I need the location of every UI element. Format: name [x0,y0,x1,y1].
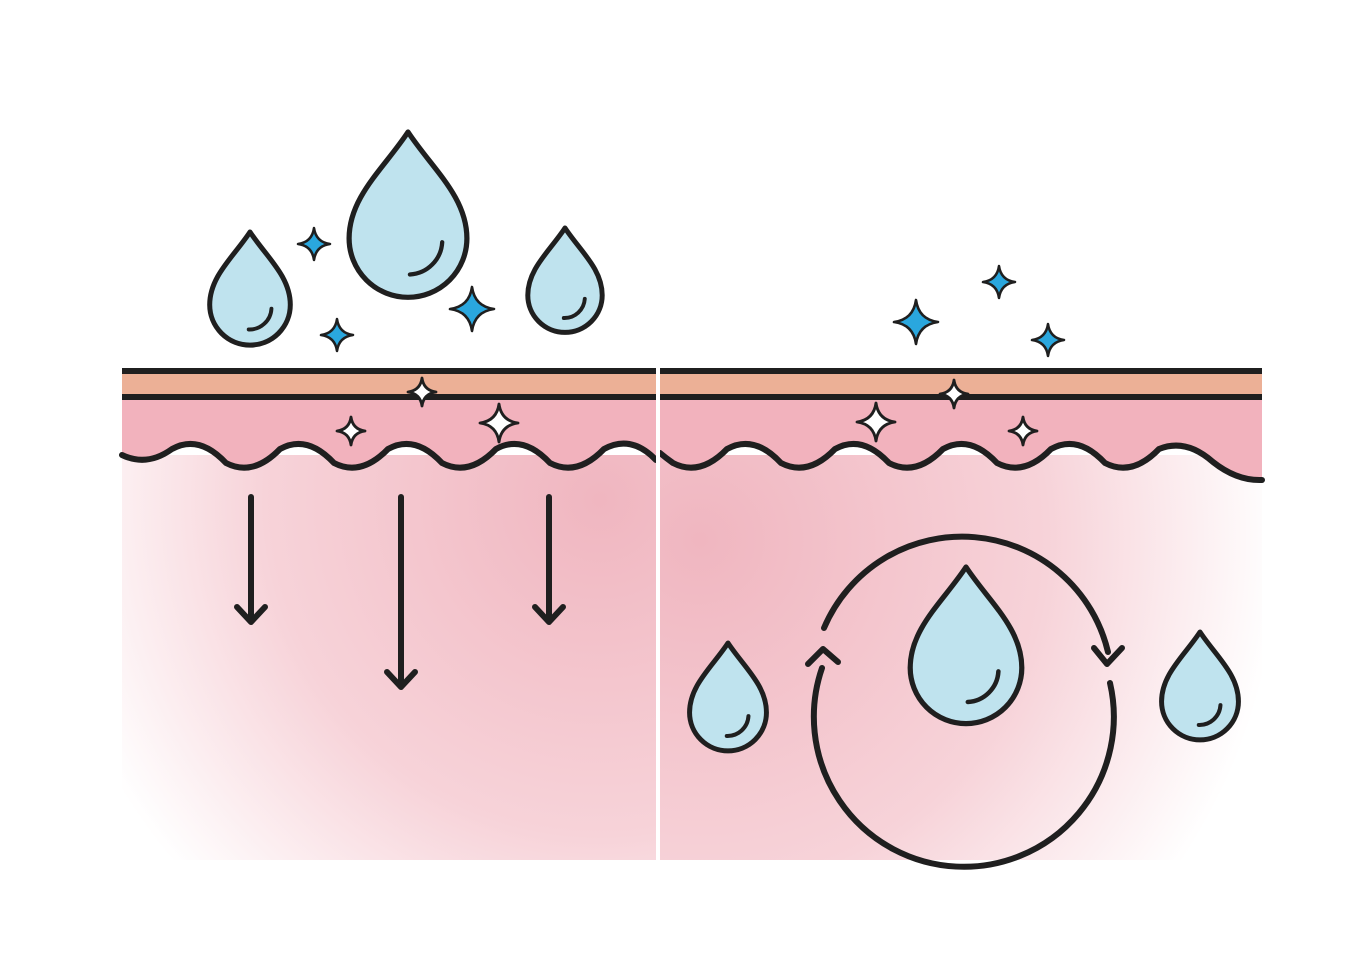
arrow-down-icon [532,494,566,625]
left-dermis-wave-line [119,440,659,471]
left-skin-layers [119,368,659,471]
arrow-down-icon [384,494,418,690]
water-drop-icon [349,132,467,297]
water-drop-icon [1162,632,1239,740]
right-dermis-wave-line [657,440,1265,484]
water-drop-icon [528,228,602,332]
circular-arrows-icon [805,533,1125,870]
left-epidermis-layer [122,373,656,395]
panel-divider [656,362,660,862]
arrow-down-icon [234,494,268,625]
left-drops [210,132,603,345]
right-drops [690,567,1239,751]
right-dermis-layer [660,397,1262,481]
right-skin-layers [657,368,1265,484]
water-drop-icon [910,567,1022,724]
left-subsurface-glow [122,455,656,860]
water-drop-icon [210,232,291,345]
left-down-arrows [234,494,566,690]
right-epidermis-layer [660,373,1262,395]
left-dermis-layer [122,397,656,468]
water-drop-icon [690,643,767,751]
